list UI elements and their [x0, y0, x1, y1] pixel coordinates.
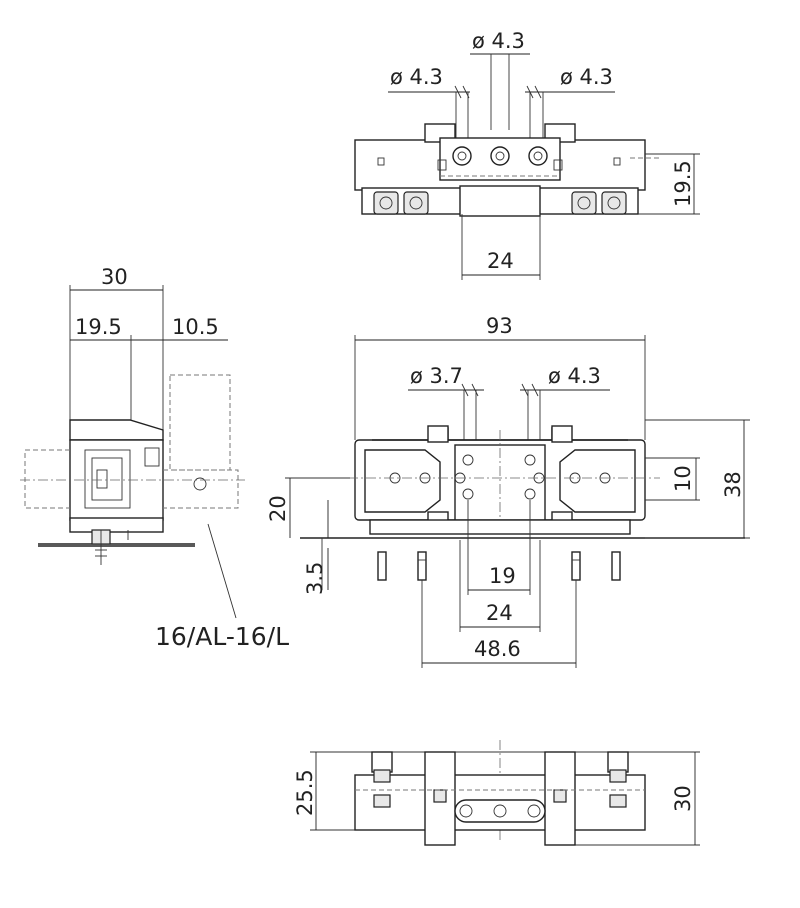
top-width-label: 24: [487, 249, 514, 273]
side-width-a-label: 19.5: [75, 315, 122, 339]
front-offset-20-label: 20: [266, 495, 290, 522]
bottom-view: 25.5 30: [293, 740, 700, 846]
top-dia-center-label: ø 4.3: [472, 29, 525, 53]
front-view: 93 ø 3.7 ø 4.3: [266, 314, 750, 668]
front-dia-right-label: ø 4.3: [548, 364, 601, 388]
front-length-label: 93: [486, 314, 513, 338]
side-width-b-label: 10.5: [172, 315, 219, 339]
top-dia-left-label: ø 4.3: [390, 65, 443, 89]
front-span-19-label: 19: [489, 564, 516, 588]
front-offset-10-label: 10: [671, 465, 695, 492]
front-span-24-label: 24: [486, 601, 513, 625]
model-label: 16/AL-16/L: [155, 622, 289, 651]
front-span-48-6-label: 48.6: [474, 637, 521, 661]
side-width-total-label: 30: [101, 265, 128, 289]
bottom-height-a-label: 25.5: [293, 769, 317, 816]
front-dia-left-label: ø 3.7: [410, 364, 463, 388]
top-view: ø 4.3 ø 4.3 ø 4.3: [354, 29, 700, 280]
top-height-label: 19.5: [671, 160, 695, 207]
top-dia-right-label: ø 4.3: [560, 65, 613, 89]
bottom-height-b-label: 30: [671, 785, 695, 812]
side-view: 30 19.5 10.5 16/AL-16/L: [20, 265, 289, 651]
front-offset-3-5-label: 3.5: [303, 562, 327, 595]
front-height-label: 38: [721, 471, 745, 498]
